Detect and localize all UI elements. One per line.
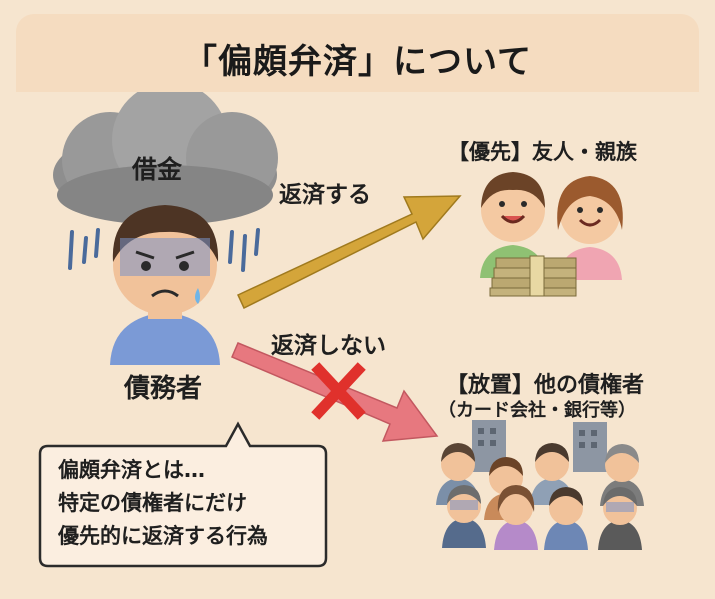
definition-note: 偏頗弁済とは… 特定の債権者にだけ 優先的に返済する行為 bbox=[58, 454, 298, 553]
rain-icon bbox=[68, 228, 260, 272]
neglect-sublabel: （カード会社・銀行等） bbox=[438, 400, 636, 421]
debtor-person-icon bbox=[110, 205, 220, 365]
note-line: 偏頗弁済とは… bbox=[58, 458, 205, 482]
cash-stack-icon bbox=[489, 255, 577, 297]
repay-label: 返済する bbox=[279, 182, 371, 208]
cloud-label: 借金 bbox=[132, 155, 183, 184]
friends-family-icon bbox=[480, 172, 623, 297]
note-line: 優先的に返済する行為 bbox=[58, 524, 268, 548]
note-line: 特定の債権者にだけ bbox=[58, 491, 247, 515]
title-bar: 「偏頗弁済」について bbox=[16, 14, 699, 92]
no-repay-label: 返済しない bbox=[271, 333, 386, 359]
priority-label: 【優先】友人・親族 bbox=[448, 140, 637, 164]
page-title: 「偏頗弁済」について bbox=[183, 42, 532, 82]
neglect-label: 【放置】他の債権者 bbox=[446, 373, 645, 398]
debtor-label: 債務者 bbox=[124, 374, 203, 404]
storm-cloud-icon bbox=[53, 82, 278, 225]
office-buildings-icon bbox=[472, 420, 607, 472]
creditors-crowd-icon bbox=[436, 443, 644, 550]
repay-arrow bbox=[237, 195, 462, 310]
cross-mark-icon bbox=[311, 362, 366, 420]
speech-bubble bbox=[38, 421, 328, 568]
